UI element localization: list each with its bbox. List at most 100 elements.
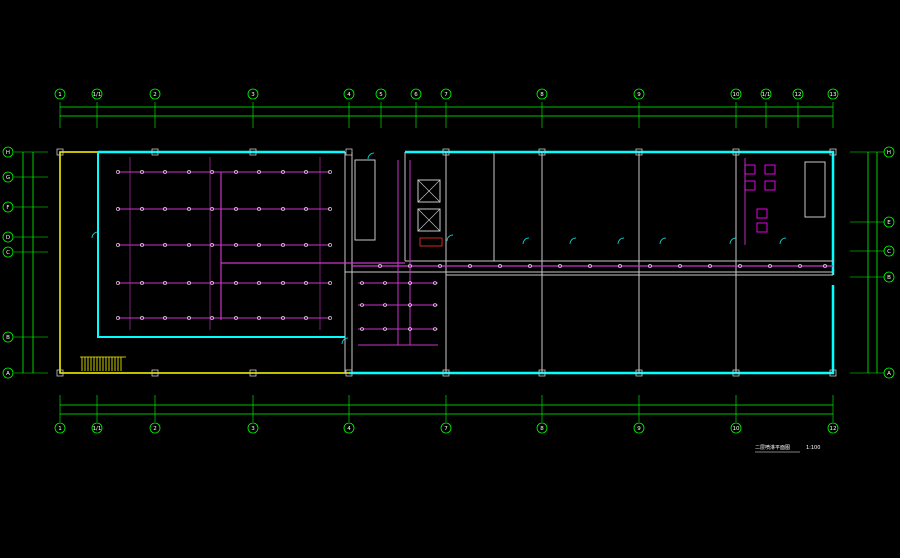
- sprinkler-head: [360, 303, 364, 307]
- elevator-1-x2: [417, 179, 441, 203]
- sprinkler-head: [116, 170, 120, 174]
- axis-label: C: [887, 249, 891, 255]
- axis-label: A: [887, 371, 891, 377]
- sprinkler-head: [234, 243, 238, 247]
- sprinkler-head: [187, 207, 191, 211]
- axis-circle: [247, 88, 259, 100]
- sprinkler-head: [408, 281, 412, 285]
- axis-circle: [883, 245, 895, 257]
- axis-bubble: 9: [633, 88, 645, 100]
- sprinkler-head: [210, 207, 214, 211]
- axis-bubble: C: [883, 245, 895, 257]
- hall-inner-wall: [97, 152, 345, 338]
- axis-bubble: B: [2, 331, 14, 343]
- sprinkler-head: [498, 264, 502, 268]
- sprinkler-head: [257, 170, 261, 174]
- column: [829, 148, 837, 156]
- door-swing: [569, 237, 577, 245]
- axis-circle: [2, 231, 14, 243]
- sprinkler-head: [140, 170, 144, 174]
- axis-bubble: 2: [149, 88, 161, 100]
- axis-label: 8: [540, 92, 544, 98]
- sprinkler-head: [383, 327, 387, 331]
- door-swing: [367, 152, 375, 160]
- axis-label: 13: [830, 92, 837, 98]
- sprinkler-head: [378, 264, 382, 268]
- axis-circle: [54, 422, 66, 434]
- axis-circle: [54, 88, 66, 100]
- axis-circle: [440, 88, 452, 100]
- column: [635, 148, 643, 156]
- axis-bubble: G: [2, 171, 14, 183]
- sprinkler-head: [140, 243, 144, 247]
- sprinkler-head: [210, 316, 214, 320]
- axis-bubble: 8: [536, 88, 548, 100]
- sprinkler-head: [618, 264, 622, 268]
- elevator-2: [417, 208, 441, 232]
- axis-label: H: [887, 150, 891, 156]
- sprinkler-head: [823, 264, 827, 268]
- axis-bubble: 7: [440, 422, 452, 434]
- sprinkler-head: [468, 264, 472, 268]
- axis-circle: [883, 216, 895, 228]
- sprinkler-head: [588, 264, 592, 268]
- axis-circle: [760, 88, 772, 100]
- axis-label: G: [6, 175, 10, 181]
- sprinkler-head: [257, 281, 261, 285]
- axis-bubble: B: [883, 271, 895, 283]
- axis-label: 7: [444, 92, 448, 98]
- stair-shaft: [354, 159, 376, 241]
- sprinkler-head: [304, 243, 308, 247]
- sprinkler-head: [408, 327, 412, 331]
- sprinkler-head: [163, 316, 167, 320]
- sprinkler-head: [328, 170, 332, 174]
- axis-label: 3: [251, 92, 255, 98]
- sprinkler-head: [648, 264, 652, 268]
- axis-label: B: [6, 335, 10, 341]
- door-swing: [617, 237, 625, 245]
- door-swing: [729, 237, 737, 245]
- sprinkler-head: [304, 207, 308, 211]
- sprinkler-head: [433, 281, 437, 285]
- axis-label: 8: [540, 426, 544, 432]
- axis-circle: [2, 201, 14, 213]
- elevator-1: [417, 179, 441, 203]
- sprinkler-head: [234, 281, 238, 285]
- stair-treads: [80, 356, 126, 371]
- axis-label: F: [6, 205, 9, 211]
- axis-circle: [730, 88, 742, 100]
- sprinkler-head: [187, 281, 191, 285]
- axis-circle: [343, 422, 355, 434]
- sprinkler-head: [116, 207, 120, 211]
- axis-label: A: [6, 371, 10, 377]
- axis-bubble: H: [2, 146, 14, 158]
- sprinkler-head: [187, 170, 191, 174]
- axis-bubble: 2: [149, 422, 161, 434]
- axis-label: 4: [347, 92, 351, 98]
- door-swing: [522, 237, 530, 245]
- axis-circle: [440, 422, 452, 434]
- axis-label: 3: [251, 426, 255, 432]
- column: [442, 369, 450, 377]
- axis-bubble: 5: [375, 88, 387, 100]
- sprinkler-head: [433, 327, 437, 331]
- toilet-fixture: [744, 164, 756, 175]
- misc-symbols: [91, 152, 787, 345]
- sprinkler-head: [163, 170, 167, 174]
- axis-bubble: D: [2, 231, 14, 243]
- axis-circle: [2, 171, 14, 183]
- sprinkler-head: [528, 264, 532, 268]
- sprinkler-head: [360, 327, 364, 331]
- axis-circle: [633, 422, 645, 434]
- axis-circle: [149, 88, 161, 100]
- axis-label: E: [887, 220, 891, 226]
- axis-circle: [827, 422, 839, 434]
- sprinkler-head: [187, 243, 191, 247]
- axis-bubble: 9: [633, 422, 645, 434]
- sprinkler-head: [304, 316, 308, 320]
- sprinkler-head: [140, 316, 144, 320]
- axis-circle: [91, 88, 103, 100]
- axis-label: D: [6, 235, 10, 241]
- sprinkler-head: [281, 170, 285, 174]
